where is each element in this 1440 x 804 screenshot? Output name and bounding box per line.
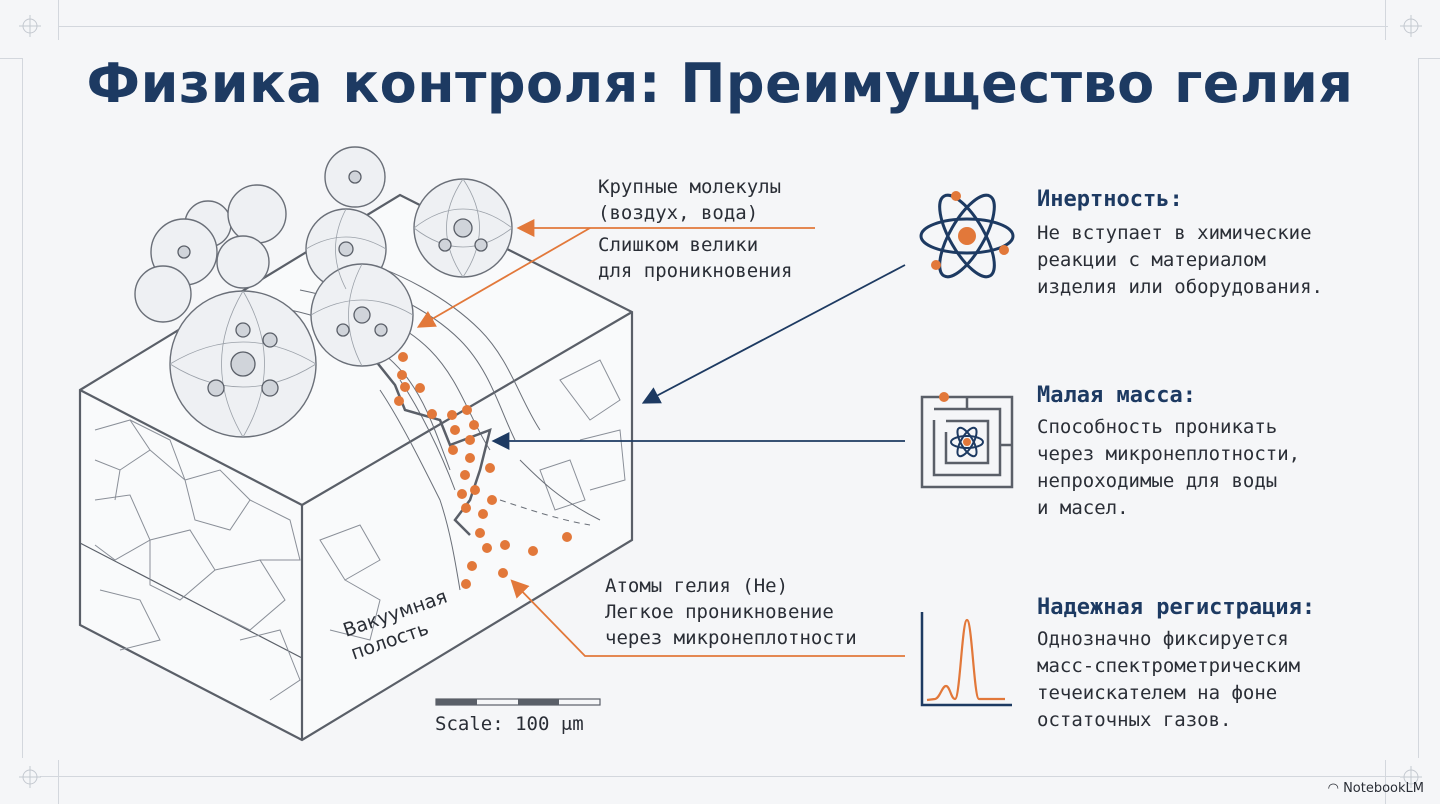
label-line: Слишком велики [598,234,759,256]
feature-line: остаточных газов. [1037,709,1232,731]
scale-bar [435,698,601,706]
helium-atoms [394,352,572,589]
label-line: для проникновения [598,260,793,282]
crosshair-icon [1400,15,1422,37]
grain-texture [94,359,626,701]
frame-line [1418,58,1419,758]
feature-line: через микронеплотности, [1037,443,1301,465]
label-line: Атомы гелия (He) [605,575,789,597]
feature-line: реакции с материалом [1037,249,1266,271]
feature-title-low-mass: Малая масса: [1037,383,1196,408]
feature-title-detection: Надежная регистрация: [1037,595,1316,620]
label-line: (воздух, вода) [598,202,759,224]
frame-line [22,58,23,758]
atom-icon [919,193,1015,279]
crosshair-icon [1400,766,1422,788]
frame-line [40,776,1400,777]
watermark-text: NotebookLM [1343,781,1424,796]
frame-line [1385,760,1386,804]
helium-pointer [510,579,905,657]
label-line: Легкое проникновение [605,601,834,623]
frame-line [1418,58,1440,59]
helium-atoms-label: Атомы гелия (He) Легкое проникновение че… [605,573,857,651]
notebooklm-watermark: ◠ NotebookLM [1328,781,1424,796]
feature-line: изделия или оборудования. [1037,276,1323,298]
crosshair-icon [19,766,41,788]
molecule-atoms [177,170,488,397]
feature-line: течеискателем на фоне [1037,682,1278,704]
feature-title-inertness: Инертность: [1037,187,1183,212]
feature-body-low-mass: Способность проникать через микронеплотн… [1037,414,1300,522]
crosshair-icon [19,15,41,37]
frame-line [0,58,22,59]
feature-body-inertness: Не вступает в химические реакции с матер… [1037,220,1323,301]
frame-line [58,760,59,804]
feature-line: непроходимые для воды [1037,470,1278,492]
large-molecules-label: Крупные молекулы (воздух, вода) [598,174,781,226]
feature-line: масс-спектрометрическим [1037,655,1301,677]
feature-line: Способность проникать [1037,416,1278,438]
too-large-label: Слишком велики для проникновения [598,232,792,284]
frame-line [58,26,1388,27]
page-title: Физика контроля: Преимущество гелия [86,52,1354,115]
scale-label: Scale: 100 μm [435,713,584,735]
molecules-crack-pointer [416,227,591,328]
frame-line [58,0,59,40]
notebooklm-logo-icon: ◠ [1327,781,1339,796]
feature-body-detection: Однозначно фиксируется масс-спектрометри… [1037,626,1300,734]
feature-line: и масел. [1037,497,1129,519]
label-line: через микронеплотности [605,627,857,649]
maze-atom-icon [920,395,1014,489]
spectrum-peak-icon [920,612,1012,707]
label-line: Крупные молекулы [598,176,782,198]
frame-line [1385,0,1386,40]
sphere-mesh [169,178,513,438]
feature-line: Не вступает в химические [1037,222,1312,244]
inertness-pointer [641,264,906,404]
feature-line: Однозначно фиксируется [1037,628,1289,650]
